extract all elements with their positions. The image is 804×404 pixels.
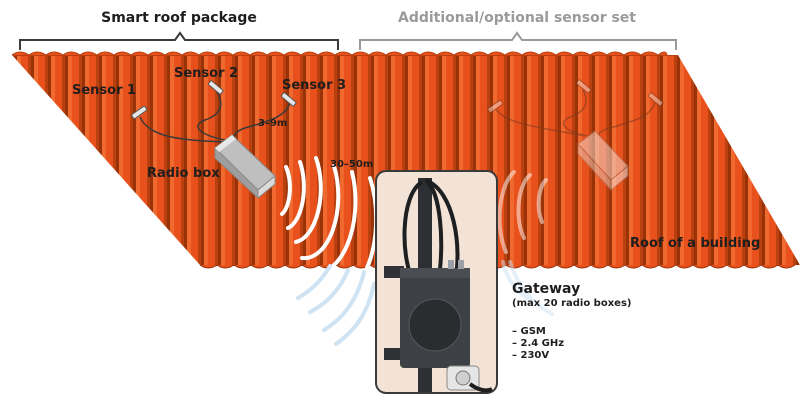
roof-label: Roof of a building xyxy=(630,236,760,251)
optional-radio-waves xyxy=(497,170,554,316)
gateway-panel xyxy=(375,170,498,394)
gateway-spec-ghz: – 2.4 GHz xyxy=(512,338,564,349)
sensor-3 xyxy=(280,92,297,107)
roof xyxy=(11,51,800,269)
gateway-spec-volt: – 230V xyxy=(512,350,549,361)
gateway-subtitle: (max 20 radio boxes) xyxy=(512,298,631,309)
radio-box-label: Radio box xyxy=(147,166,220,181)
gateway-title: Gateway xyxy=(512,281,580,297)
optional-header: Additional/optional sensor set xyxy=(398,10,636,26)
package-bracket xyxy=(19,31,339,50)
sensor-2 xyxy=(207,80,224,95)
sensor-1 xyxy=(131,105,148,120)
sensor-cables xyxy=(139,91,291,143)
radio-box xyxy=(214,134,276,200)
sensor-2-label: Sensor 2 xyxy=(174,66,238,81)
sensor-distance-label: 3–9m xyxy=(258,118,287,129)
package-header: Smart roof package xyxy=(101,10,257,26)
gateway-spec-gsm: – GSM xyxy=(512,326,546,337)
optional-sensor-set xyxy=(487,79,664,192)
optional-bracket xyxy=(359,31,677,50)
sensor-1-label: Sensor 1 xyxy=(72,83,136,98)
radio-distance-label: 30–50m xyxy=(330,159,373,170)
sensor-3-label: Sensor 3 xyxy=(282,78,346,93)
